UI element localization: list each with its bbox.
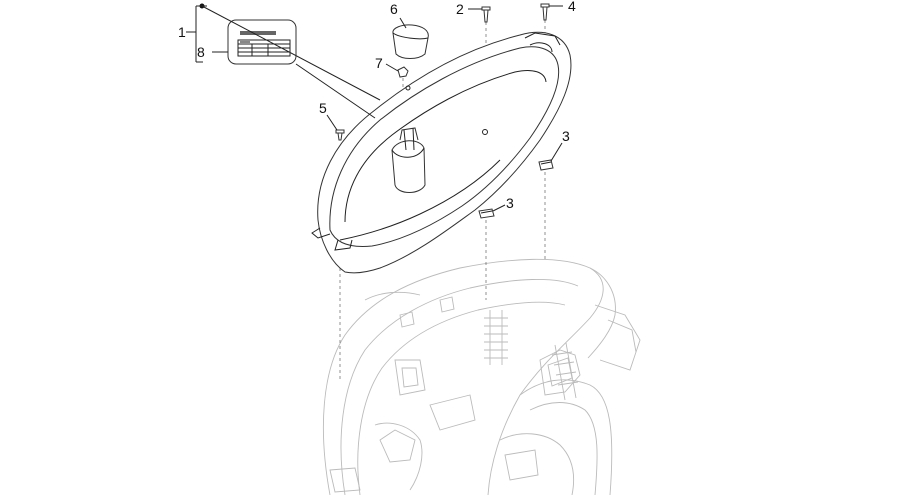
callout-labels: 1 8 6 7 5 2 4 3 3 [178,0,576,211]
part-8-warning-label [227,19,297,65]
part-3-clip-nut-upper [538,159,554,171]
callout-1: 1 [178,24,186,40]
callout-2: 2 [456,1,464,17]
callout-8: 8 [197,44,205,60]
callout-3-upper: 3 [562,128,570,144]
part-5-screw [335,129,345,141]
part-3-clip-nut-lower [478,208,495,219]
callout-5: 5 [319,100,327,116]
part-2-screw [481,6,491,23]
callout-3-lower: 3 [506,195,514,211]
part-7-clip [397,66,409,78]
helmet-compartment-tub [311,31,572,274]
leader-lines [186,3,563,212]
part-4-screw [540,3,550,21]
callout-4: 4 [568,0,576,14]
callout-6: 6 [390,1,398,17]
scooter-rear-body-ghost [322,258,641,495]
part-6-cover-cap [392,24,429,59]
callout-7: 7 [375,55,383,71]
